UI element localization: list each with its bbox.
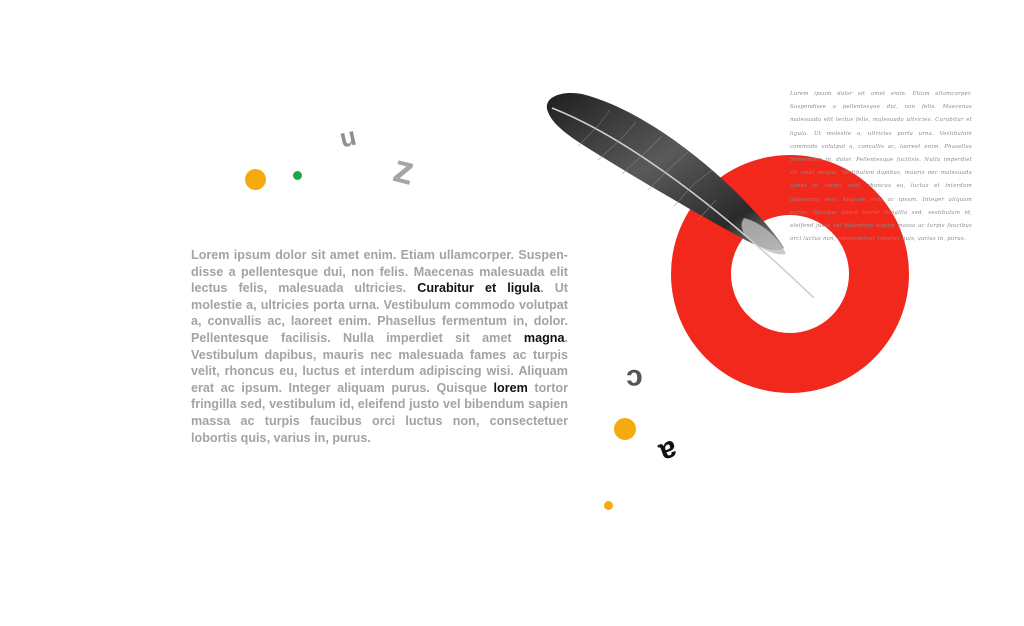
handwritten-script-text: Lorem ipsum dolor sit amet enim. Etiam u… bbox=[790, 91, 972, 243]
red-ring bbox=[671, 155, 909, 393]
feather-vane bbox=[546, 92, 784, 251]
feather-fluff bbox=[741, 218, 786, 255]
feather-barbs bbox=[577, 109, 717, 221]
highlight-text: Curabitur et ligula bbox=[417, 281, 541, 296]
feather-illustration bbox=[546, 92, 815, 299]
letter-u: u bbox=[337, 120, 359, 154]
highlight-text: lorem bbox=[493, 380, 528, 395]
letter-c: c bbox=[626, 363, 643, 396]
green-dot-small bbox=[293, 171, 302, 180]
letter-a: a bbox=[655, 433, 682, 470]
red-ring-shape bbox=[671, 155, 909, 393]
highlight-text: magna bbox=[523, 330, 565, 345]
feather-shaft bbox=[551, 107, 815, 299]
yellow-dot-medium bbox=[614, 418, 636, 440]
yellow-dot-small bbox=[604, 501, 613, 510]
body-text-part: . Vestibulum dapibus, mauris nec malesua… bbox=[191, 330, 568, 395]
body-text-part: tortor fringilla sed, vestibulum id, ele… bbox=[191, 380, 568, 445]
body-text-part: Lorem ipsum dolor sit amet enim. Etiam u… bbox=[191, 248, 568, 296]
body-paragraph: Lorem ipsum dolor sit amet enim. Etiam u… bbox=[191, 247, 568, 446]
letter-z: z bbox=[388, 146, 420, 194]
yellow-dot-large bbox=[245, 169, 266, 190]
body-text-part: . Ut molestie a, ultricies porta urna. V… bbox=[191, 281, 568, 345]
